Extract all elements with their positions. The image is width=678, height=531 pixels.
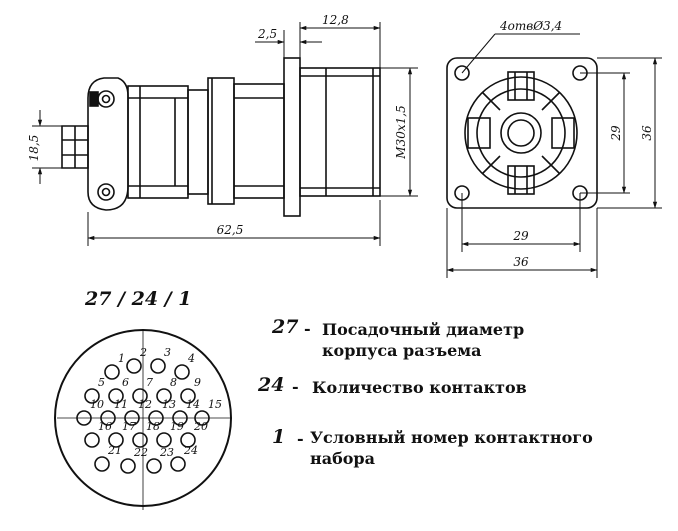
contact-pin-label: 24 [183, 444, 198, 457]
contact-pin-label: 19 [170, 420, 184, 433]
hole-tl [454, 65, 470, 81]
contact-pin-label: 7 [146, 376, 153, 389]
contact-pin [126, 358, 142, 374]
coupling-nut [187, 89, 209, 195]
legend-dash-1: - [304, 319, 311, 338]
legend-line-3a: Условный номер контактного [310, 428, 593, 447]
contact-pin-label: 20 [193, 420, 208, 433]
contact-pin-label: 21 [107, 444, 122, 457]
legend-line-1b: корпуса разъема [322, 341, 482, 360]
contact-pin [150, 358, 166, 374]
contact-pin-label: 11 [114, 398, 128, 411]
front-plate [446, 57, 598, 209]
mount-hole-top [97, 90, 115, 108]
contact-pin-label: 10 [90, 398, 104, 411]
contact-pin [146, 458, 162, 474]
contact-pin [156, 432, 172, 448]
contact-pin [156, 388, 172, 404]
front-view-dimensions [446, 33, 662, 278]
legend-num-3: 1 [272, 426, 286, 448]
contact-pin [170, 456, 186, 472]
contact-pin-label: 1 [118, 352, 125, 365]
contact-pin-label: 18 [146, 420, 160, 433]
dim-thread: M30x1,5 [394, 105, 408, 159]
contact-pin [194, 410, 210, 426]
legend-line-3b: набора [310, 449, 375, 468]
contact-pin-label: 23 [159, 446, 174, 459]
contact-pin [94, 456, 110, 472]
dim-front-length: 12,8 [322, 13, 349, 27]
contact-pin-label: 17 [122, 420, 136, 433]
dim-height-left: 18,5 [27, 135, 41, 162]
contact-pin [174, 364, 190, 380]
legend-line-2a: Количество контактов [312, 378, 527, 397]
contact-pin [180, 432, 196, 448]
contact-pin [104, 364, 120, 380]
dim-width-v: 36 [640, 125, 654, 141]
dim-width-h: 36 [513, 255, 529, 269]
contact-pin-label: 4 [187, 352, 195, 365]
contact-pin-label: 5 [98, 376, 105, 389]
dim-total-length: 62,5 [217, 223, 244, 237]
contact-pin [108, 388, 124, 404]
body-block [127, 85, 189, 199]
contact-pin-label: 13 [162, 398, 176, 411]
mount-hole-bottom [97, 183, 115, 201]
legend-line-1a: Посадочный диаметр [322, 320, 525, 339]
contact-pin [84, 388, 100, 404]
front-view [446, 57, 598, 209]
contact-pin [100, 410, 116, 426]
contact-pin [108, 432, 124, 448]
contact-pin [124, 410, 140, 426]
legend-num-2: 24 [258, 374, 285, 396]
contact-pin-label: 22 [133, 446, 148, 459]
contact-pin-label: 2 [139, 346, 147, 359]
dim-hole-spacing-v: 29 [609, 125, 623, 142]
contact-pin-label: 8 [170, 376, 177, 389]
legend-dash-3: - [297, 429, 304, 448]
inner-ring [500, 112, 542, 154]
contact-pin-label: 12 [138, 398, 152, 411]
contact-pin [132, 388, 148, 404]
contact-pin [76, 410, 92, 426]
contact-pin [132, 432, 148, 448]
legend-num-1: 27 [272, 316, 299, 338]
contact-pin [180, 388, 196, 404]
legend-dash-2: - [292, 377, 299, 396]
dim-hole-spacing-h: 29 [512, 229, 529, 243]
contact-pin [120, 458, 136, 474]
cable-clamp [61, 125, 89, 169]
dim-holes: 4отвØ3,4 [499, 19, 562, 33]
dim-flange: 2,5 [257, 27, 277, 41]
contact-pin-label: 15 [208, 398, 222, 411]
threaded-part [299, 67, 381, 197]
contact-pin-label: 16 [98, 420, 112, 433]
contact-pin [148, 410, 164, 426]
side-view-dimensions [32, 22, 418, 246]
contact-pin-label: 6 [122, 376, 129, 389]
side-view [61, 57, 381, 217]
code-label: 27 / 24 / 1 [84, 288, 191, 310]
contact-pin [84, 432, 100, 448]
front-flange [283, 57, 301, 217]
contact-pin-label: 9 [194, 376, 201, 389]
contact-pin-label: 3 [164, 346, 171, 359]
contact-pin [172, 410, 188, 426]
outer-ring [464, 76, 578, 190]
contact-pin-label: 14 [186, 398, 200, 411]
contact-layout [54, 329, 232, 510]
